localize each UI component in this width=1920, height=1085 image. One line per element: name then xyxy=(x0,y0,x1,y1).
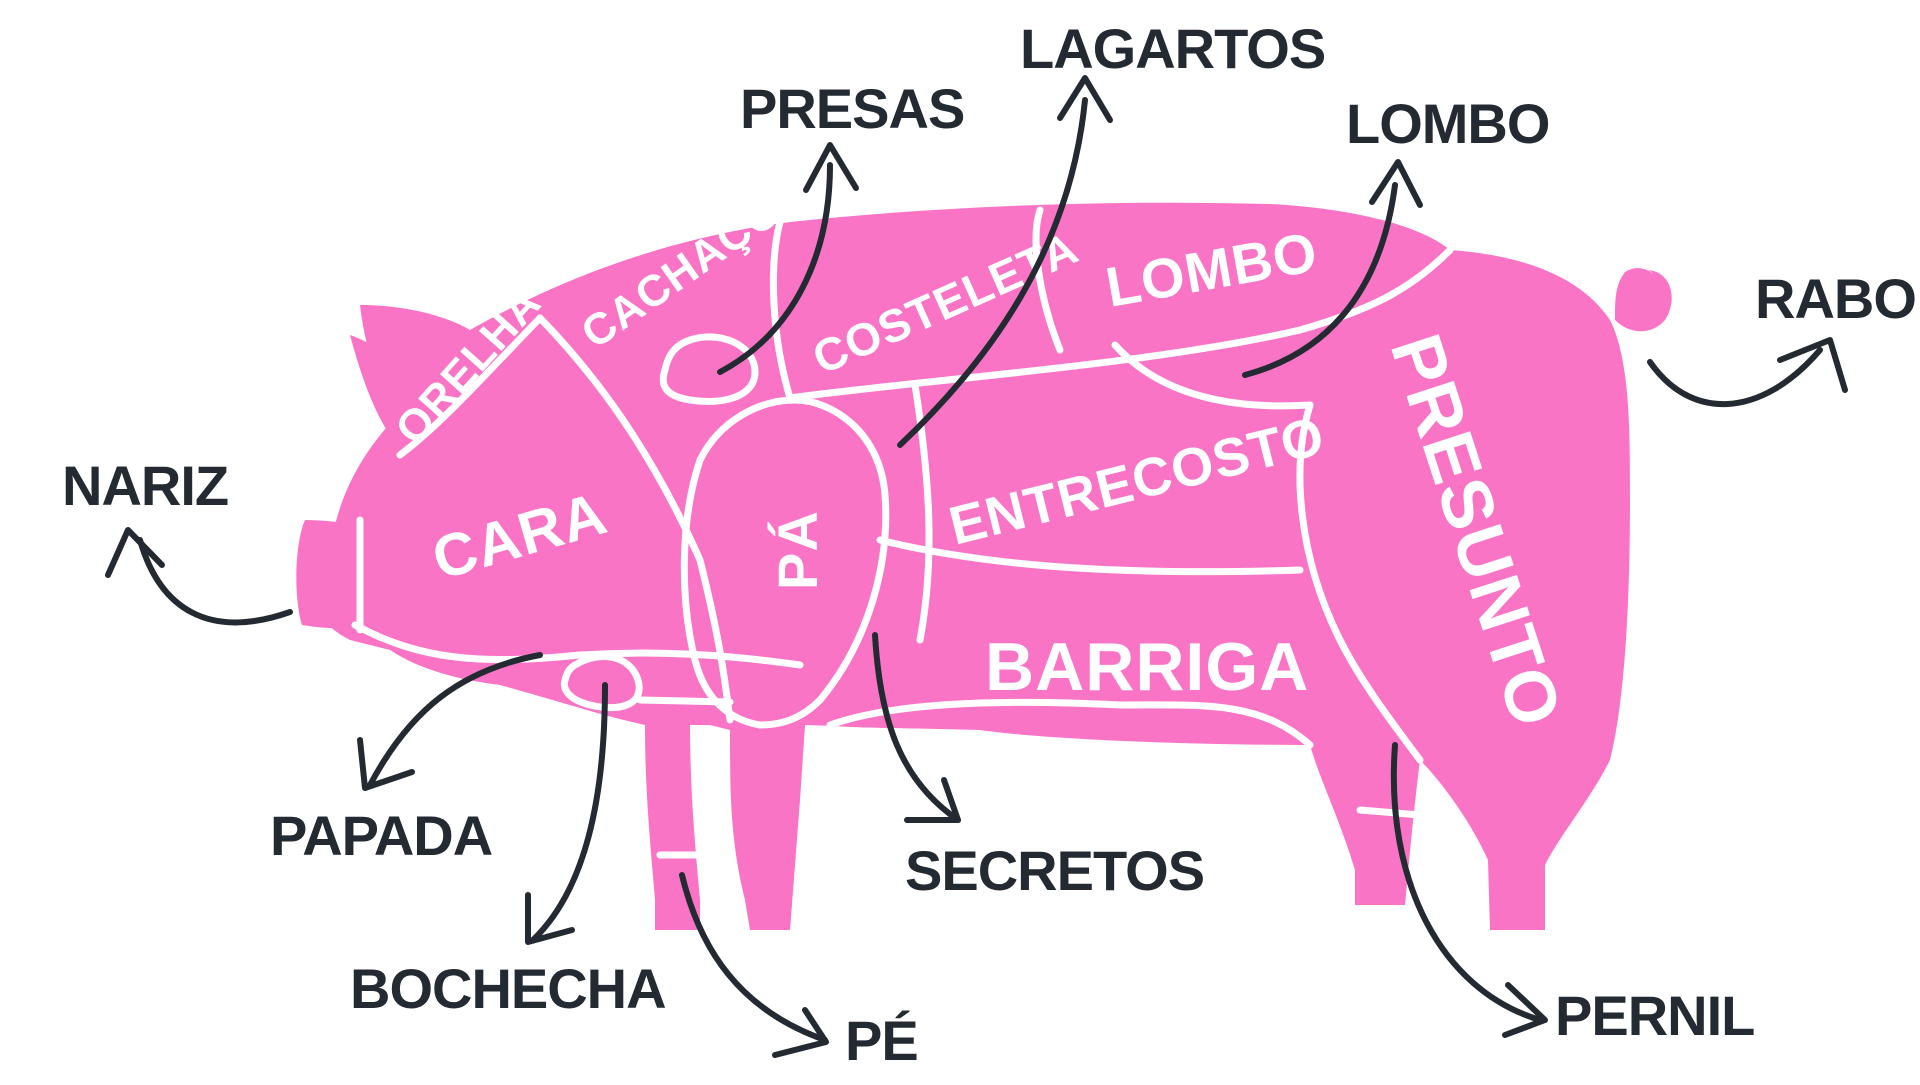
arrow-lombo-head xyxy=(1369,159,1423,208)
arrow-pe-head xyxy=(772,1007,829,1058)
arrow-bochecha xyxy=(530,682,608,943)
line-presas xyxy=(659,333,759,406)
label-secretos: SECRETOS xyxy=(905,839,1204,902)
arrow-nariz-head xyxy=(105,527,165,578)
arrow-papada-head xyxy=(357,737,415,791)
arrow-lagartos xyxy=(897,97,1088,448)
line-back-top xyxy=(786,246,1454,402)
arrow-lombo xyxy=(1242,182,1398,378)
line-jaw xyxy=(351,621,804,669)
arrow-pernil-head xyxy=(1502,982,1548,1038)
arrow-pe xyxy=(679,872,828,1043)
pig-tail xyxy=(1615,268,1672,332)
label-pernil: PERNIL xyxy=(1555,984,1754,1047)
label-lagartos: LAGARTOS xyxy=(1020,17,1325,80)
arrow-secretos xyxy=(872,632,961,823)
arrow-papada xyxy=(367,652,543,788)
line-costeleta-lombo xyxy=(1032,206,1064,354)
pig-silhouette xyxy=(296,202,1672,930)
line-cachaco-costeleta xyxy=(769,218,794,402)
arrow-lagartos-head xyxy=(1057,75,1113,123)
arrow-secretos-head xyxy=(904,777,961,823)
line-back-leg xyxy=(1356,806,1424,819)
label-papada: PAPADA xyxy=(270,804,492,867)
line-ham-front xyxy=(1296,401,1424,764)
line-head-back xyxy=(536,314,734,724)
arrow-rabo-head xyxy=(1777,337,1848,393)
arrow-presas-head xyxy=(803,142,859,193)
pig-body xyxy=(300,202,1630,930)
cut-barriga: BARRIGA xyxy=(985,629,1309,705)
arrow-presas xyxy=(717,162,833,375)
label-pe: PÉ xyxy=(845,1009,918,1072)
label-nariz: NARIZ xyxy=(62,454,228,517)
cut-lines xyxy=(351,206,1454,859)
line-ribs-divider xyxy=(911,381,933,644)
line-bochecha xyxy=(560,653,643,711)
line-belly-bottom xyxy=(826,698,1314,749)
label-presas: PRESAS xyxy=(740,77,964,140)
label-rabo: RABO xyxy=(1755,267,1916,330)
pig-snout xyxy=(296,520,360,629)
arrow-rabo xyxy=(1647,347,1823,407)
cut-pa: PÁ xyxy=(766,510,829,590)
arrow-pernil xyxy=(1390,742,1543,1023)
label-lombo: LOMBO xyxy=(1346,92,1549,155)
arrow-nariz xyxy=(137,537,293,626)
line-ear-base xyxy=(396,314,544,459)
line-shoulder xyxy=(680,396,890,729)
label-bochecha: BOCHECHA xyxy=(350,957,666,1020)
arrow-bochecha-head xyxy=(525,892,575,945)
line-loin-bottom xyxy=(1111,341,1314,410)
